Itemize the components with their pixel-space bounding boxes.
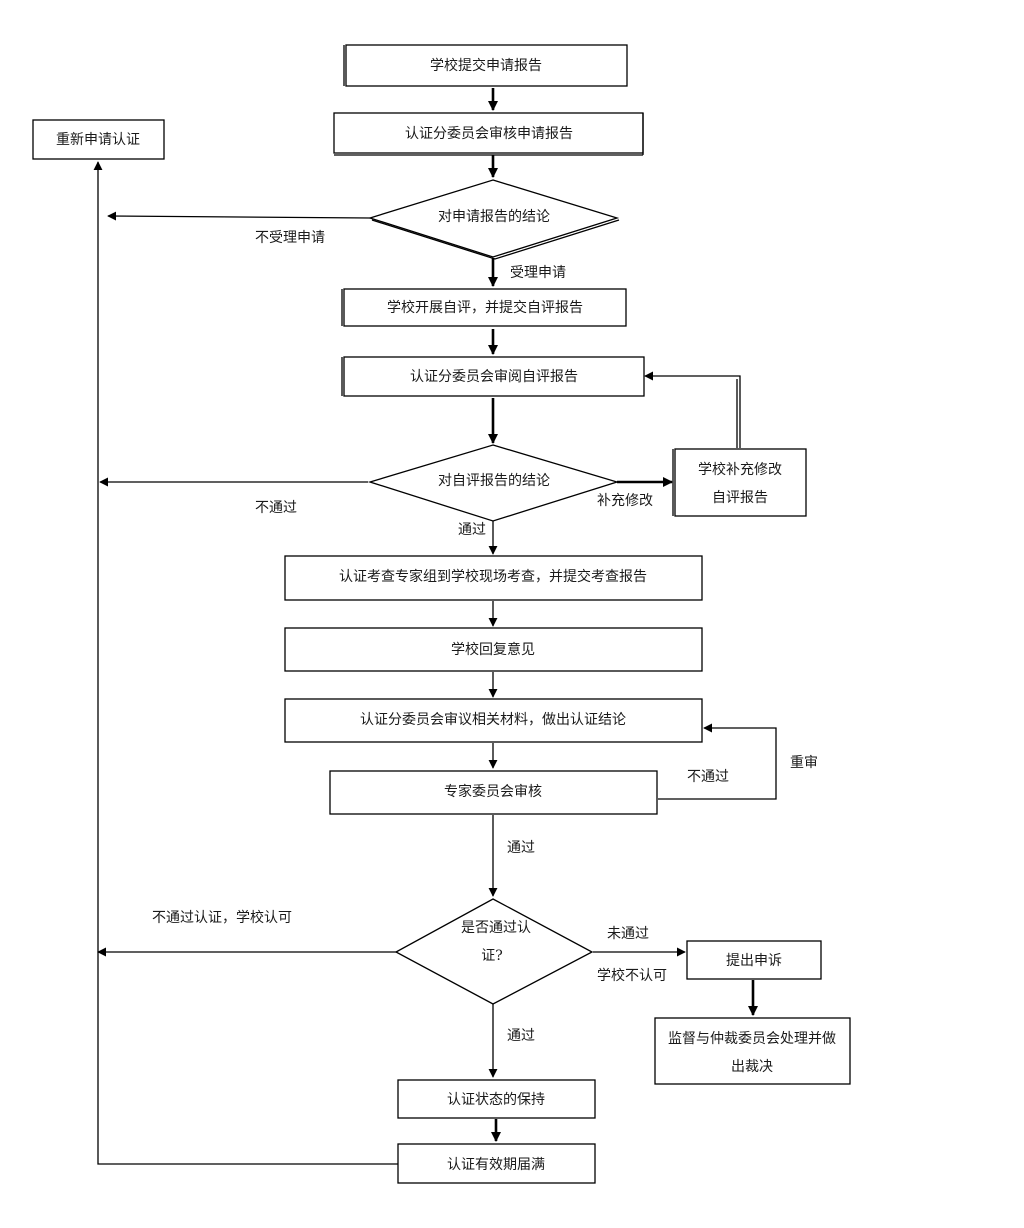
node-reapply: 重新申请认证 [32, 119, 165, 160]
decision-certification-passed: 是否通过认 证? [394, 898, 594, 1005]
decision-certification-passed-label-1: 是否通过认 [461, 920, 531, 936]
edge-label-committee-not-pass: 不通过 [687, 769, 729, 785]
node-review-application: 认证分委员会审核申请报告 [333, 112, 644, 156]
connector-n8-n7-loop [658, 723, 777, 800]
node-school-supplement: 学校补充修改 自评报告 [672, 448, 807, 517]
node-school-reply: 学校回复意见 [284, 627, 703, 672]
decision-self-evaluation-conclusion-label: 对自评报告的结论 [438, 473, 550, 489]
node-deliberate-conclusion-label: 认证分委员会审议相关材料，做出认证结论 [360, 712, 626, 728]
node-arbitration: 监督与仲裁委员会处理并做 出裁决 [654, 1017, 851, 1085]
node-school-supplement-label-1: 学校补充修改 [698, 461, 782, 478]
node-arbitration-label-1: 监督与仲裁委员会处理并做 [668, 1031, 836, 1047]
edge-labels: 不受理申请 受理申请 不通过 补充修改 通过 不通过 重审 通过 不通过认证，学… [152, 230, 818, 1044]
edge-label-reject-application: 不受理申请 [255, 230, 325, 246]
node-review-self-evaluation-label: 认证分委员会审阅自评报告 [410, 369, 578, 385]
edge-label-pass-self-eval: 通过 [458, 522, 486, 538]
node-school-reply-label: 学校回复意见 [451, 641, 535, 658]
edge-label-certified-pass: 通过 [507, 1028, 535, 1044]
node-submit-application-label: 学校提交申请报告 [430, 57, 542, 74]
node-self-evaluation-label: 学校开展自评，并提交自评报告 [387, 299, 583, 316]
decision-application-conclusion-label: 对申请报告的结论 [438, 209, 550, 225]
edge-label-not-pass-self-eval: 不通过 [255, 500, 297, 516]
node-validity-expired-label: 认证有效期届满 [447, 1157, 545, 1173]
node-reapply-label: 重新申请认证 [56, 132, 140, 148]
node-maintain-status-label: 认证状态的保持 [447, 1092, 545, 1108]
decision-self-evaluation-conclusion: 对自评报告的结论 [367, 444, 620, 522]
edge-label-review-again: 重审 [790, 755, 818, 771]
node-submit-application: 学校提交申请报告 [343, 44, 628, 87]
edge-label-not-certified-school-accepts: 不通过认证，学校认可 [152, 909, 292, 926]
node-expert-committee-review-label: 专家委员会审核 [444, 783, 542, 800]
node-school-supplement-label-2: 自评报告 [712, 490, 768, 506]
decision-application-conclusion: 对申请报告的结论 [367, 179, 620, 260]
edge-label-accept-application: 受理申请 [510, 265, 566, 281]
node-review-application-label: 认证分委员会审核申请报告 [405, 126, 573, 142]
node-maintain-status: 认证状态的保持 [397, 1079, 596, 1119]
node-expert-visit-label: 认证考查专家组到学校现场考查，并提交考查报告 [339, 568, 647, 585]
connector-d1-reject [107, 211, 371, 221]
node-expert-visit: 认证考查专家组到学校现场考查，并提交考查报告 [284, 555, 703, 601]
connector-n10-reapply [93, 161, 398, 1165]
node-self-evaluation: 学校开展自评，并提交自评报告 [341, 288, 627, 327]
node-file-appeal: 提出申诉 [686, 940, 822, 980]
edge-label-not-passed: 未通过 [607, 926, 649, 942]
node-deliberate-conclusion: 认证分委员会审议相关材料，做出认证结论 [284, 698, 703, 743]
decision-certification-passed-label-2: 证? [481, 948, 503, 964]
node-arbitration-label-2: 出裁决 [731, 1059, 773, 1075]
node-expert-committee-review: 专家委员会审核 [329, 770, 658, 815]
node-review-self-evaluation: 认证分委员会审阅自评报告 [341, 356, 645, 397]
edge-label-school-disagrees: 学校不认可 [597, 967, 667, 984]
edge-label-committee-pass: 通过 [507, 840, 535, 856]
node-file-appeal-label: 提出申诉 [726, 953, 782, 969]
node-validity-expired: 认证有效期届满 [397, 1143, 596, 1184]
connector-fix-n4 [644, 371, 741, 448]
connectors [93, 88, 777, 1165]
edge-label-supplement: 补充修改 [597, 493, 653, 509]
